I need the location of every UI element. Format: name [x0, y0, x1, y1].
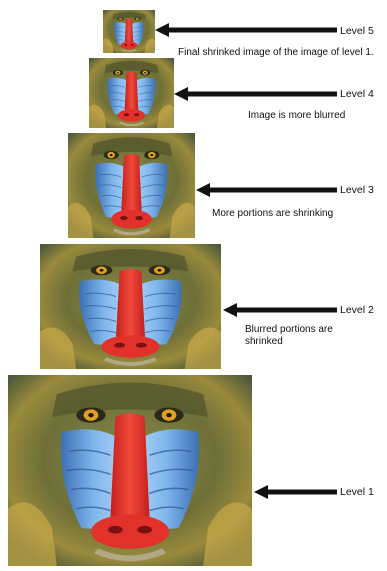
level-4-label: Level 4 [340, 88, 374, 100]
level-5-image [103, 10, 155, 53]
level-4-caption: Image is more blurred [248, 110, 384, 122]
level-3-image [68, 133, 195, 238]
level-4-arrow [174, 84, 337, 104]
level-2-label: Level 2 [340, 304, 374, 316]
level-2-image [40, 244, 221, 369]
level-3-caption: More portions are shrinking [212, 208, 384, 220]
level-1-image [8, 375, 252, 566]
level-5-arrow [155, 20, 337, 40]
level-1-arrow [254, 482, 337, 502]
level-3-arrow [196, 180, 337, 200]
level-2-caption: Blurred portions are shrinked [245, 324, 357, 347]
level-2-arrow [223, 300, 337, 320]
level-5-label: Level 5 [340, 25, 374, 37]
level-5-caption: Final shrinked image of the image of lev… [178, 47, 378, 59]
level-1-label: Level 1 [340, 486, 374, 498]
level-4-image [89, 58, 174, 128]
level-3-label: Level 3 [340, 184, 374, 196]
